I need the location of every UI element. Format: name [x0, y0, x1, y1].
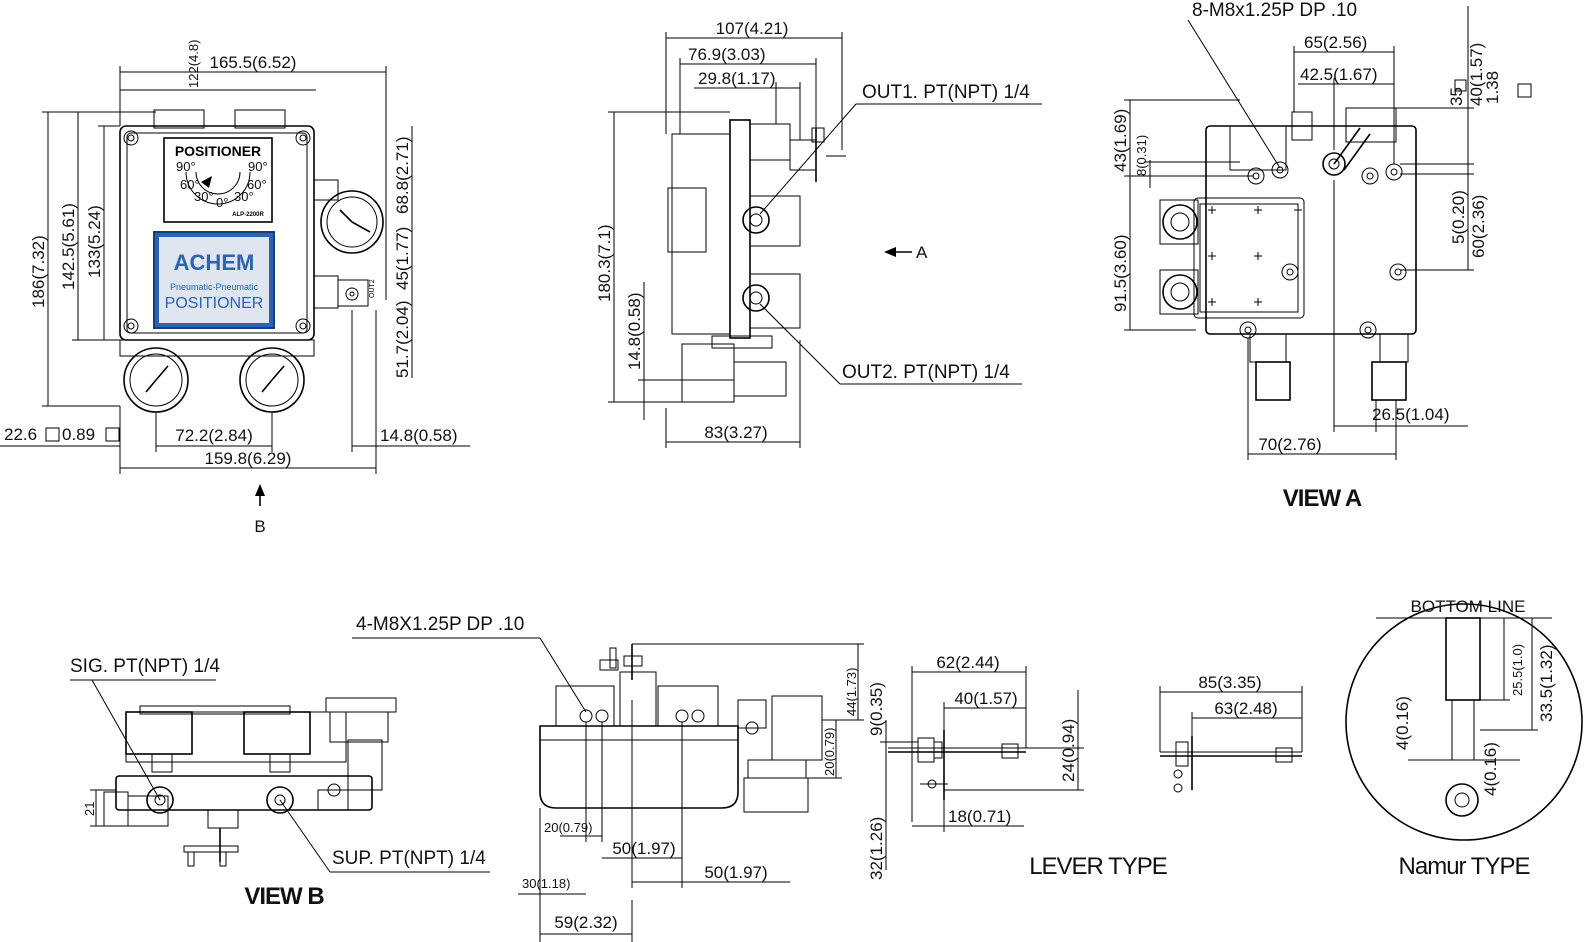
- view-b-title: VIEW B: [244, 883, 324, 910]
- dim-w-107: 107(4.21): [716, 19, 789, 38]
- dim-w-85: 85(3.35): [1198, 673, 1261, 692]
- svg-text:90°: 90°: [248, 159, 268, 174]
- dim-h-51: 51.7(2.04): [393, 301, 412, 379]
- dim-h-4b: 4(0.16): [1481, 742, 1500, 796]
- view-a-title: VIEW A: [1283, 485, 1362, 512]
- namur-type: BOTTOM LINE 25.5(1.0) 33.5(1.32) 4(0.16)…: [1345, 597, 1583, 880]
- dim-w-65: 65(2.56): [1304, 33, 1367, 52]
- dim-h-68: 68.8(2.71): [393, 137, 412, 215]
- dim-w-70: 70(2.76): [1258, 435, 1321, 454]
- out2-label: OUT2. PT(NPT) 1/4: [842, 362, 1010, 383]
- dim-h-91: 91.5(3.60): [1111, 235, 1130, 313]
- dim-h-14-8: 14.8(0.58): [625, 293, 644, 371]
- dim-h-43: 43(1.69): [1111, 109, 1130, 172]
- dim-w-top: 165.5(6.52): [210, 53, 297, 72]
- svg-text:30°: 30°: [234, 189, 254, 204]
- out1-label: OUT1. PT(NPT) 1/4: [862, 82, 1030, 103]
- dim-h-20: 20(0.79): [822, 728, 837, 776]
- dim-w-50a: 50(1.97): [612, 839, 675, 858]
- side-view: 107(4.21) 76.9(3.03) 29.8(1.17) 180.3(7.…: [595, 19, 1042, 448]
- dim-w-76: 76.9(3.03): [688, 45, 766, 64]
- bottom-view: 4-M8X1.25P DP .10 44(1.73) 20(0.79) 20(0…: [352, 614, 864, 942]
- dim-h-24: 24(0.94): [1059, 719, 1078, 782]
- dim-w-159: 159.8(6.29): [205, 449, 292, 468]
- sup-label: SUP. PT(NPT) 1/4: [332, 848, 486, 869]
- dim-r-35: 35: [1447, 87, 1466, 106]
- lever-title: LEVER TYPE: [1029, 853, 1167, 880]
- dim-r-5: 5(0.20): [1449, 190, 1468, 244]
- dim-w-63: 63(2.48): [1214, 699, 1277, 718]
- dim-w-59: 59(2.32): [554, 913, 617, 932]
- dim-w-42: 42.5(1.67): [1300, 65, 1378, 84]
- dim-w-122: 122(4.8): [186, 40, 201, 88]
- svg-text:0°: 0°: [216, 195, 228, 210]
- dim-w-30: 30(1.18): [522, 876, 570, 891]
- dim-h-142: 142.5(5.61): [59, 203, 78, 290]
- namur-title: Namur TYPE: [1399, 853, 1530, 880]
- arrow-a-label: A: [916, 243, 928, 262]
- bottom-thread: 4-M8X1.25P DP .10: [356, 614, 524, 635]
- dim-h-45: 45(1.77): [393, 227, 412, 290]
- dim-h-32: 32(1.26): [867, 817, 886, 880]
- svg-text:30°: 30°: [194, 189, 214, 204]
- svg-text:60°: 60°: [247, 177, 267, 192]
- dim-w-50b: 50(1.97): [704, 863, 767, 882]
- dim-h-186: 186(7.32): [29, 235, 48, 308]
- dim-h-180: 180.3(7.1): [595, 225, 614, 303]
- dim-h-9: 9(0.35): [867, 682, 886, 736]
- view-b: 21 SIG. PT(NPT) 1/4 SUP. PT(NPT) 1/4 VIE…: [70, 656, 490, 910]
- lever-type: 62(2.44) 40(1.57) 9(0.35) 24(0.94) 32(1.…: [867, 653, 1303, 880]
- view-a-thread: 8-M8x1.25P DP .10: [1192, 0, 1357, 21]
- arrow-b-label: B: [254, 517, 265, 536]
- view-b-h21: 21: [82, 802, 97, 816]
- dim-r-1-38: 1.38: [1483, 71, 1502, 104]
- out2-tag: OUT2: [369, 279, 376, 298]
- dim-w-62: 62(2.44): [936, 653, 999, 672]
- dim-w-22: 22.6: [4, 425, 37, 444]
- front-view: POSITIONER 90° 90° 60° 60° 30° 30° 0° AL…: [0, 40, 470, 536]
- brand-logo: ACHEM: [174, 250, 255, 275]
- dim-w-20: 20(0.79): [544, 820, 592, 835]
- brand-label: POSITIONER: [165, 295, 264, 312]
- dim-h-33: 33.5(1.32): [1537, 645, 1556, 723]
- view-a: 8-M8x1.25P DP .10 65(2.56) 42.5(1.67) 43…: [1111, 0, 1532, 512]
- sig-label: SIG. PT(NPT) 1/4: [70, 656, 220, 677]
- dim-h-8: 8(0.31): [1134, 135, 1149, 176]
- dim-r-40: 40(1.57): [1467, 43, 1486, 106]
- dim-w-29: 29.8(1.17): [698, 69, 776, 88]
- dim-h-133: 133(5.24): [85, 205, 104, 278]
- brand-subtitle: Pneumatic-Pneumatic: [170, 282, 259, 292]
- dim-h-44: 44(1.73): [844, 668, 859, 716]
- dim-w-26: 26.5(1.04): [1372, 405, 1450, 424]
- model-tag: ALP-2200R: [232, 212, 264, 218]
- dim-w-0-89: 0.89: [62, 425, 95, 444]
- dim-w-18: 18(0.71): [948, 807, 1011, 826]
- dim-r-60: 60(2.36): [1469, 195, 1488, 258]
- bottom-line-label: BOTTOM LINE: [1411, 597, 1526, 616]
- nameplate-title: POSITIONER: [175, 143, 261, 159]
- dim-w-83: 83(3.27): [704, 423, 767, 442]
- dim-h-4a: 4(0.16): [1393, 696, 1412, 750]
- dim-w-72: 72.2(2.84): [175, 426, 253, 445]
- svg-text:90°: 90°: [176, 159, 196, 174]
- dim-h-25: 25.5(1.0): [1510, 644, 1525, 696]
- svg-text:60°: 60°: [180, 177, 200, 192]
- dim-w-14-8: 14.8(0.58): [380, 426, 458, 445]
- dim-w-40: 40(1.57): [954, 689, 1017, 708]
